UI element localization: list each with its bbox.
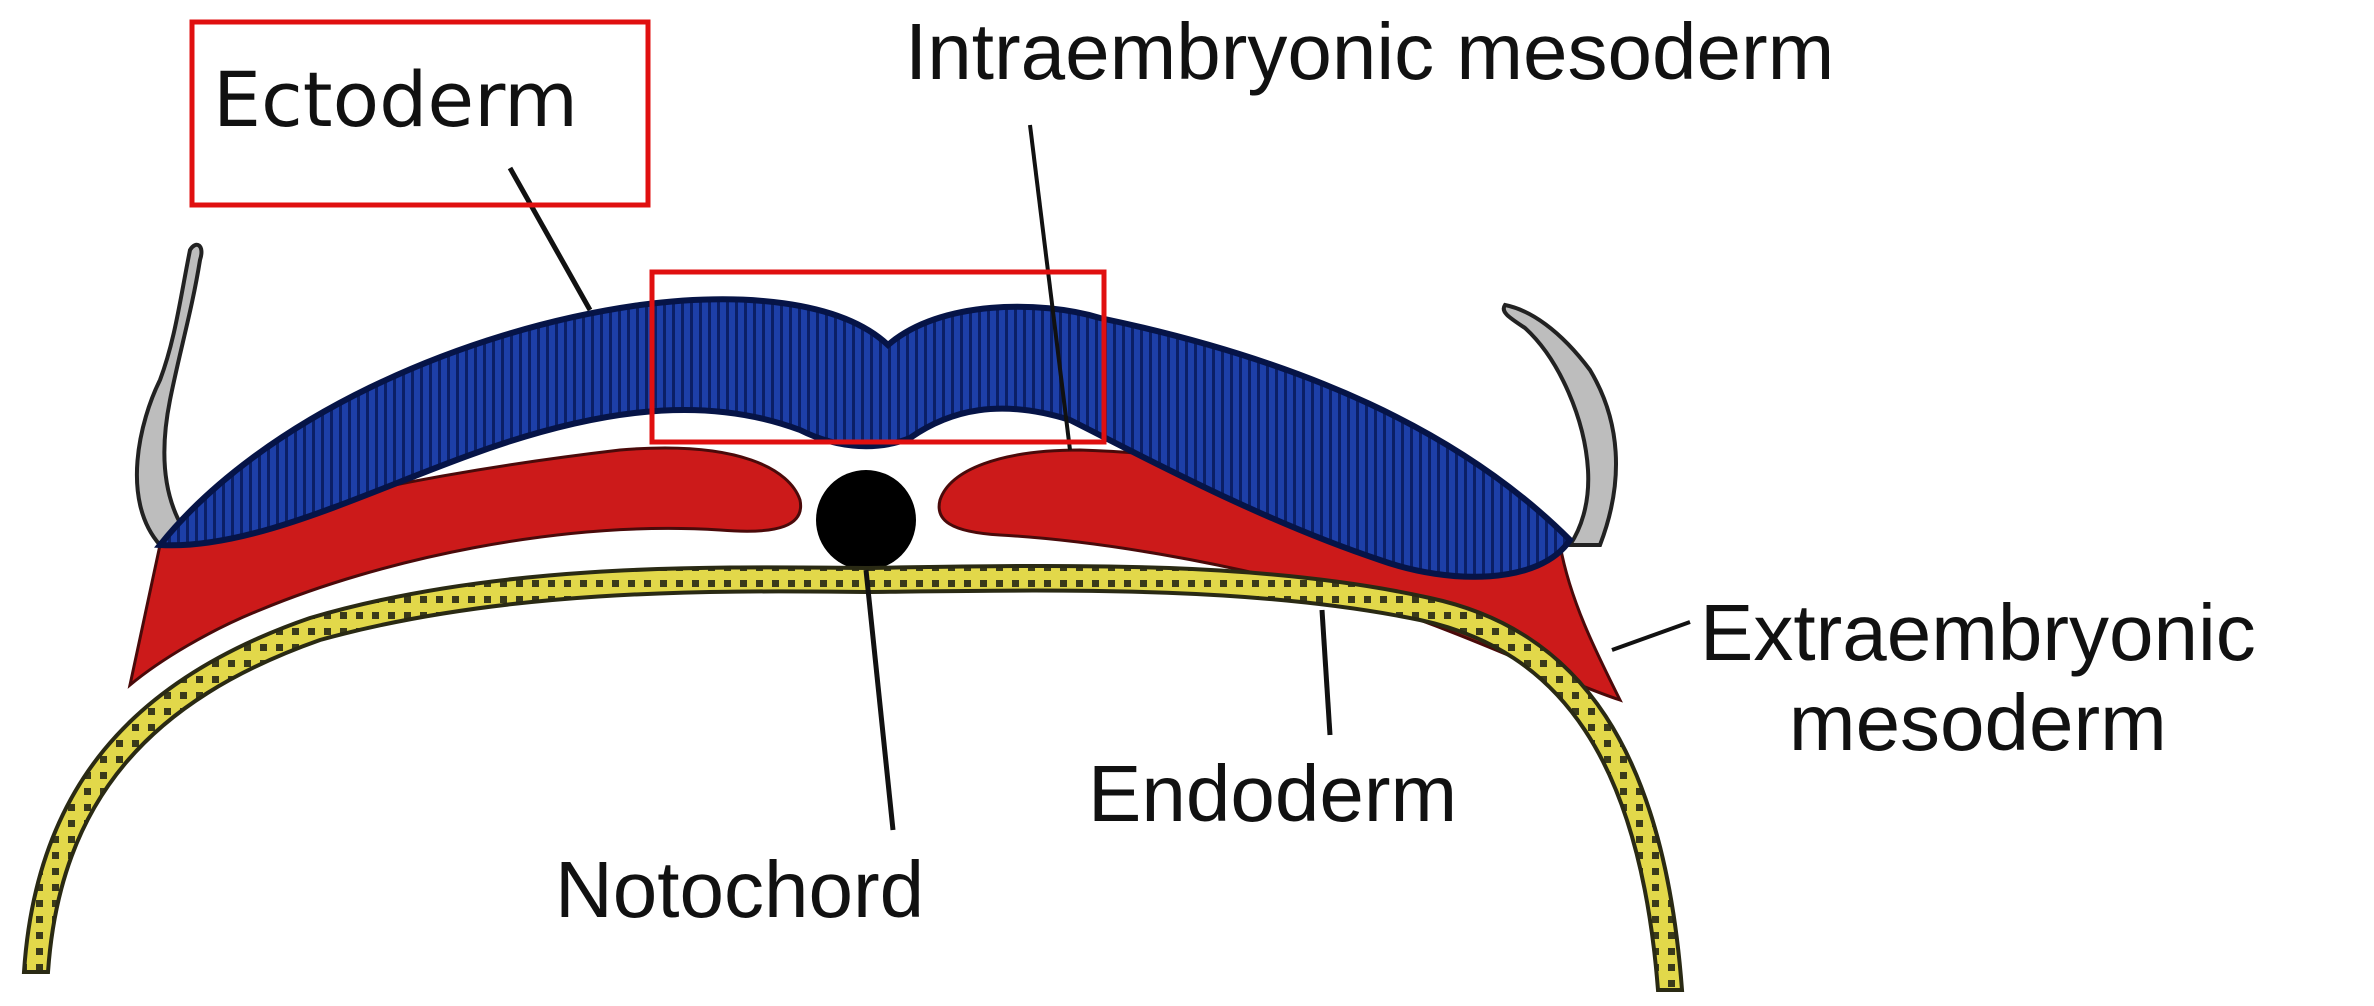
leader-ectoderm — [510, 168, 590, 310]
ectoderm-label: Ectoderm — [213, 62, 578, 138]
intraembryonic-mesoderm-label: Intraembryonic mesoderm — [905, 12, 1834, 92]
leader-notochord — [866, 570, 893, 830]
amnion-left — [137, 245, 202, 545]
endoderm-label: Endoderm — [1088, 754, 1457, 834]
leader-extraembryonic — [1612, 622, 1690, 650]
notochord-shape — [816, 470, 916, 570]
extraembryonic-label-line2: mesoderm — [1700, 678, 2256, 768]
notochord-label: Notochord — [555, 850, 924, 930]
extraembryonic-label-line1: Extraembryonic — [1700, 588, 2256, 678]
leader-endoderm — [1322, 610, 1330, 735]
extraembryonic-mesoderm-label: Extraembryonic mesoderm — [1700, 588, 2256, 767]
